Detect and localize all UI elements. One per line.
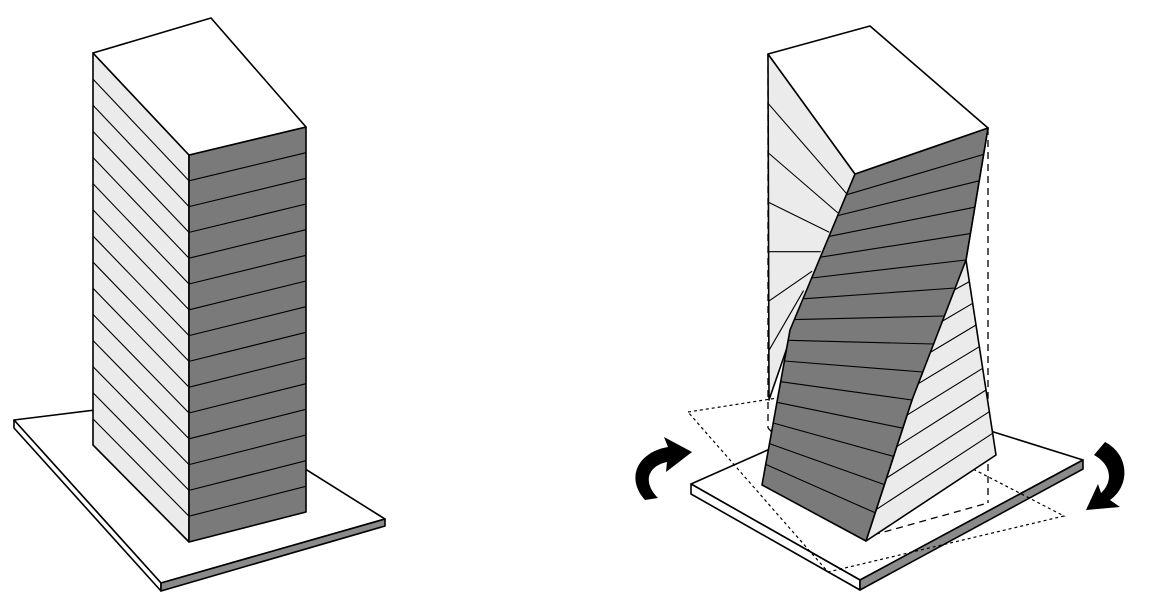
floor-line xyxy=(930,324,977,353)
floor-line xyxy=(767,152,839,214)
floor-line xyxy=(918,346,980,385)
floor-line xyxy=(886,411,990,479)
floor-line xyxy=(765,463,876,514)
floor-line xyxy=(92,392,190,491)
floor-line xyxy=(92,157,190,259)
floor-line xyxy=(794,315,945,321)
floor-line xyxy=(768,290,805,351)
floor-line xyxy=(188,203,307,233)
floor-line xyxy=(942,302,973,322)
floor-line xyxy=(188,254,307,285)
floor-line xyxy=(188,408,307,440)
floor-line xyxy=(92,287,190,388)
floor-line xyxy=(188,229,307,259)
floor-line xyxy=(767,103,847,194)
twisted-tower xyxy=(635,25,1125,591)
floor-line xyxy=(906,367,983,416)
floor-line xyxy=(92,131,190,233)
rotate-cw-icon xyxy=(1086,442,1125,510)
floor-line xyxy=(92,183,190,285)
floor-line xyxy=(780,381,913,401)
floor-line xyxy=(92,366,190,465)
floor-line xyxy=(188,383,307,414)
floor-line xyxy=(188,177,307,208)
floor-line xyxy=(188,306,307,337)
floor-line xyxy=(802,287,956,300)
floor-line xyxy=(92,261,190,362)
floor-line xyxy=(773,422,894,457)
floor-line xyxy=(92,418,190,517)
twisted-tower-top xyxy=(767,25,989,175)
floor-line xyxy=(92,313,190,414)
twisted-tower-front-face xyxy=(761,127,989,542)
straight-tower-right-face xyxy=(188,126,307,543)
floor-line xyxy=(768,201,830,233)
floor-line xyxy=(188,460,307,491)
floor-line xyxy=(875,432,993,510)
floor-line xyxy=(846,153,984,196)
straight-tower xyxy=(13,17,386,592)
floor-line xyxy=(788,339,934,345)
rotate-cw-icon xyxy=(635,437,692,500)
floor-line xyxy=(188,331,307,362)
floor-line xyxy=(776,401,903,429)
floor-line xyxy=(769,443,885,486)
floor-line xyxy=(188,152,307,182)
straight-tower-floor-lines xyxy=(92,78,307,517)
floor-line xyxy=(768,270,813,302)
floor-line xyxy=(188,485,307,517)
floor-line xyxy=(188,280,307,311)
floor-line xyxy=(896,389,987,447)
floor-line xyxy=(954,281,970,291)
floor-line xyxy=(92,235,190,336)
floor-line xyxy=(92,340,190,440)
base-plate-front-side xyxy=(160,518,386,592)
floor-line xyxy=(784,360,923,373)
floor-line xyxy=(811,259,967,279)
twisted-base-plate-front-side xyxy=(859,459,1084,591)
floor-line xyxy=(188,434,307,466)
floor-line xyxy=(837,180,980,217)
twisted-tower-floor-lines xyxy=(765,103,993,514)
straight-tower-top xyxy=(92,17,307,156)
floor-line xyxy=(820,233,971,258)
floor-line xyxy=(188,357,307,388)
floor-line xyxy=(828,206,975,237)
floor-line xyxy=(92,209,190,311)
floor-line xyxy=(92,104,190,207)
floor-line xyxy=(92,78,190,182)
